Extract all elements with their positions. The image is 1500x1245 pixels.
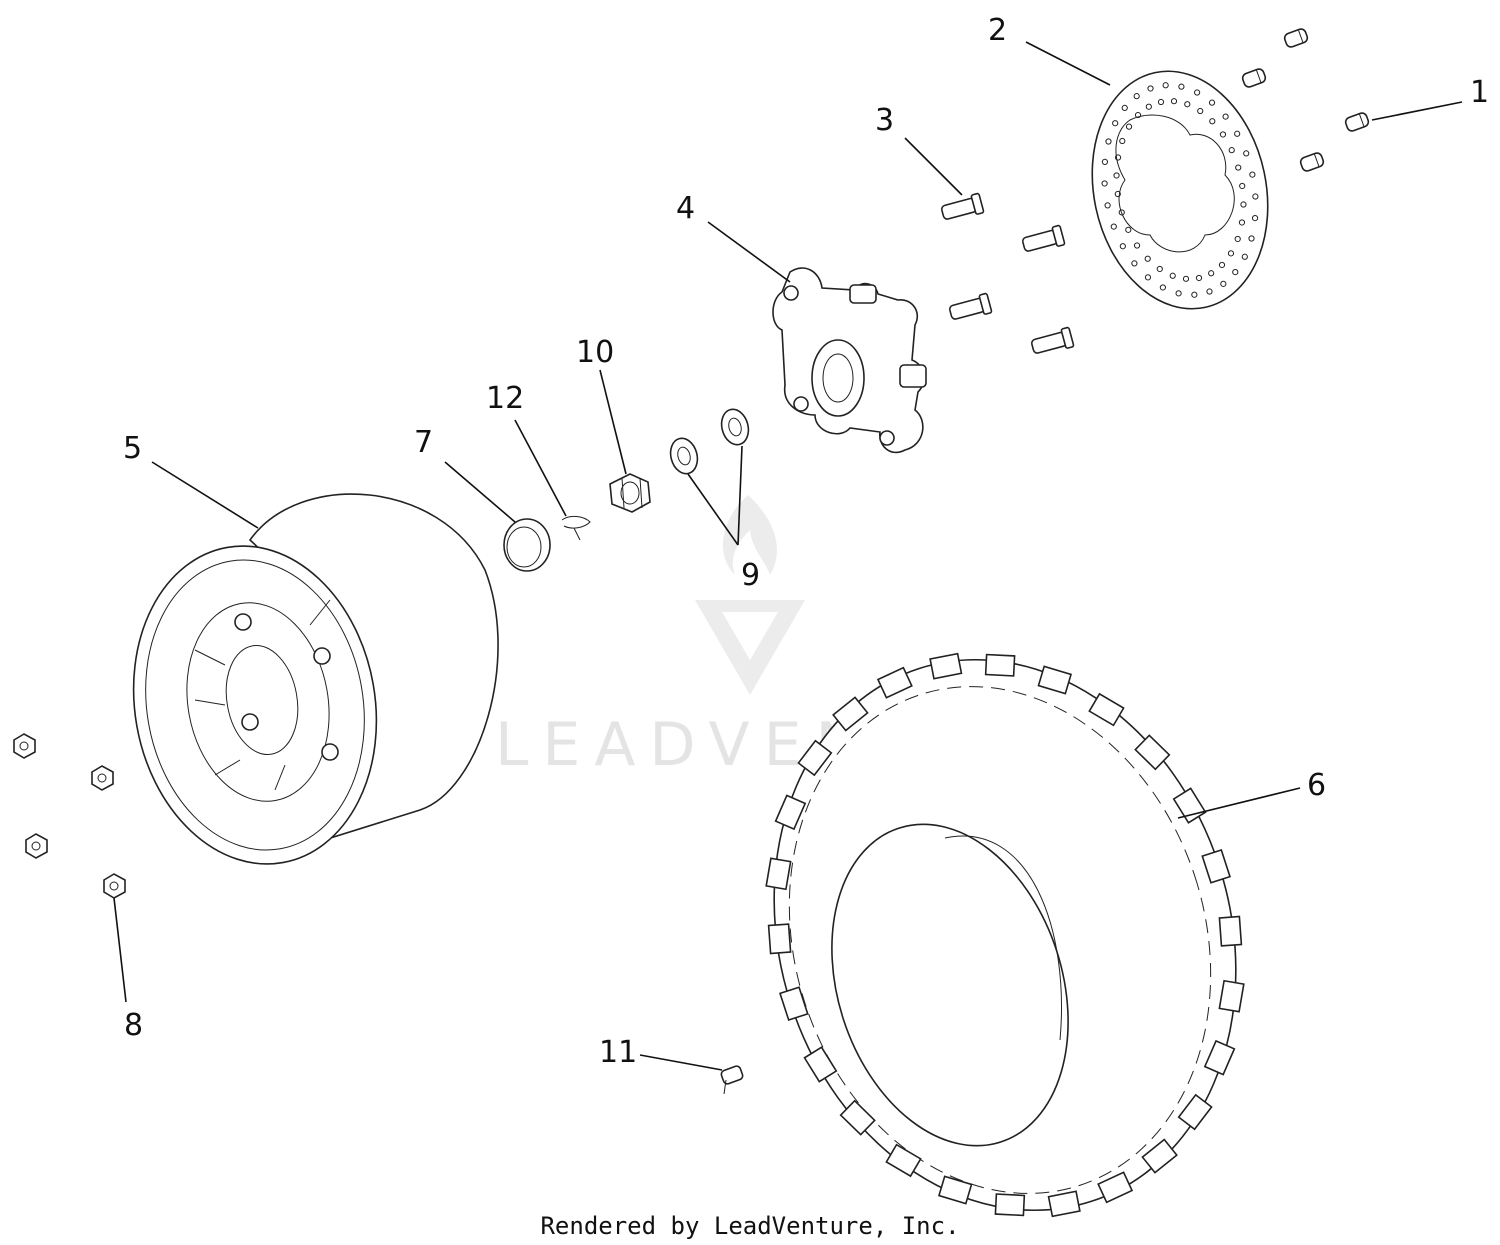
callout-9: 9 bbox=[741, 558, 760, 593]
callout-5: 5 bbox=[123, 431, 142, 466]
footer-credit: Rendered by LeadVenture, Inc. bbox=[540, 1212, 960, 1240]
callout-8: 8 bbox=[124, 1008, 143, 1043]
tire[interactable] bbox=[704, 599, 1305, 1245]
wheel-hub[interactable] bbox=[772, 267, 927, 454]
callout-11: 11 bbox=[599, 1035, 637, 1070]
callout-12: 12 bbox=[486, 381, 524, 416]
watermark-v-logo-icon bbox=[695, 600, 805, 695]
callout-10: 10 bbox=[576, 335, 614, 370]
disc-bolts[interactable] bbox=[1241, 28, 1370, 173]
lug-nuts[interactable] bbox=[13, 733, 126, 899]
leader-lines bbox=[113, 41, 1463, 1071]
watermark-flame-icon bbox=[722, 495, 777, 575]
dust-cap[interactable] bbox=[503, 518, 551, 572]
callout-2: 2 bbox=[988, 13, 1007, 48]
callout-1: 1 bbox=[1470, 75, 1489, 110]
valve-stem[interactable] bbox=[720, 1065, 744, 1095]
callout-7: 7 bbox=[414, 425, 433, 460]
washers[interactable] bbox=[667, 406, 752, 477]
callout-6: 6 bbox=[1307, 768, 1326, 803]
callout-4: 4 bbox=[676, 191, 695, 226]
callout-labels: 1 2 3 4 5 6 7 8 9 10 11 12 bbox=[123, 13, 1489, 1070]
wheel-rim[interactable] bbox=[109, 493, 499, 883]
cotter-pin[interactable] bbox=[561, 515, 591, 541]
castle-nut[interactable] bbox=[609, 473, 651, 513]
callout-3: 3 bbox=[875, 103, 894, 138]
wheel-studs[interactable] bbox=[940, 192, 1075, 357]
brake-disc[interactable] bbox=[1071, 55, 1289, 326]
